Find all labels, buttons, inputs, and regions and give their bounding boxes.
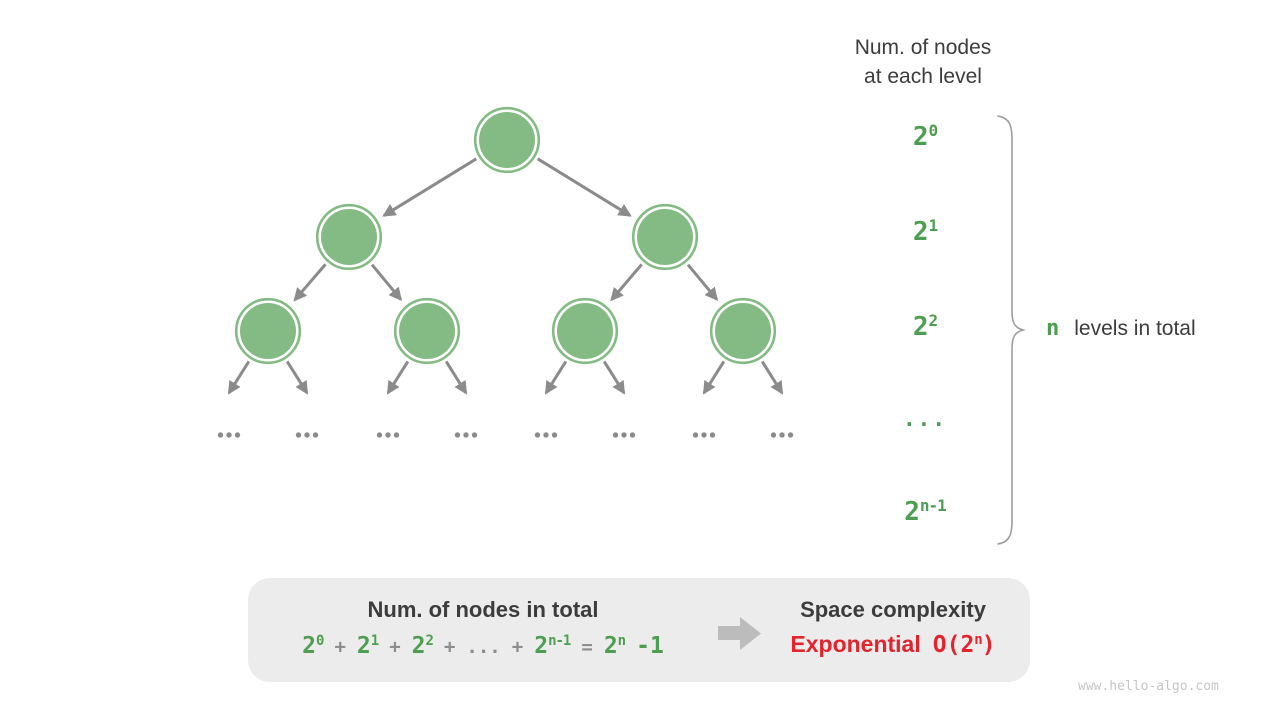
complexity-name: Exponential (790, 631, 921, 657)
levels-brace (997, 115, 1026, 545)
ellipsis-dot (454, 432, 461, 438)
tree-node-ring (551, 297, 619, 365)
ellipsis-dot (701, 432, 707, 438)
formula-token: -1 (636, 633, 664, 659)
level-count-label: 20 (912, 121, 938, 152)
formula-token: 22 (411, 633, 434, 659)
ellipsis-dot (304, 432, 310, 438)
formula-token: ... (466, 636, 501, 658)
formula-token: ) (981, 632, 996, 658)
ellipsis-dot (393, 432, 400, 438)
ellipsis-dots (770, 432, 794, 438)
tree-node (637, 209, 693, 265)
tree-node (715, 303, 771, 359)
levels-label: levels in total (1074, 317, 1196, 340)
summary-box: Num. of nodes in total 20+21+22+...+2n-1… (248, 578, 1030, 682)
complexity-result: Exponential O(2n) (768, 631, 1018, 658)
tree-edge (444, 360, 468, 395)
levels-column-header-line1: Num. of nodes (854, 36, 992, 59)
tree-edge (293, 263, 327, 302)
formula-token: = (581, 636, 593, 658)
tree-node (399, 303, 455, 359)
ellipsis-dots (612, 432, 636, 438)
ellipsis-dot (295, 432, 302, 438)
ellipsis-dot (385, 432, 391, 438)
ellipsis-dot (779, 432, 785, 438)
ellipsis-dots (376, 432, 400, 438)
complexity-formula: O(2n) (933, 632, 996, 658)
tree-edge (602, 360, 626, 395)
levels-column-header-line2: at each level (864, 65, 982, 88)
tree-edge (760, 360, 784, 395)
ellipsis-dot (787, 432, 794, 438)
ellipsis-dot (543, 432, 549, 438)
total-nodes-formula: 20+21+22+...+2n-1=2n-1 (248, 633, 718, 659)
level-count-label: ... (903, 407, 947, 431)
brace-annotation: n levels in total (1046, 316, 1196, 341)
ellipsis-dot (551, 432, 558, 438)
tree-edge (370, 263, 403, 301)
levels-column-header: Num. of nodes at each level (808, 33, 1038, 91)
tree-edge (702, 360, 726, 395)
ellipsis-dots (454, 432, 478, 438)
formula-token: + (389, 636, 401, 658)
tree-node-ring (631, 203, 699, 271)
tree-node (557, 303, 613, 359)
space-complexity-title: Space complexity (800, 597, 986, 622)
formula-token: + (511, 636, 524, 658)
ellipsis-dot (312, 432, 319, 438)
ellipsis-dot (471, 432, 478, 438)
tree-edge (227, 360, 251, 395)
level-count-label: 22 (912, 311, 938, 342)
tree-edge (536, 157, 632, 217)
ellipsis-dot (709, 432, 716, 438)
ellipsis-dot (376, 432, 383, 438)
tree-node (321, 209, 377, 265)
tree-node (240, 303, 296, 359)
watermark: www.hello-algo.com (1078, 679, 1219, 694)
tree-edge (544, 360, 568, 395)
formula-token: 21 (356, 633, 379, 659)
tree-edge (285, 360, 309, 395)
total-nodes-title: Num. of nodes in total (367, 597, 599, 622)
tree-edge (386, 360, 410, 395)
tree-node-ring (709, 297, 777, 365)
ellipsis-dots (692, 432, 716, 438)
ellipsis-dots (217, 432, 241, 438)
ellipsis-dot (534, 432, 541, 438)
ellipsis-dot (612, 432, 619, 438)
formula-token: 20 (302, 633, 324, 659)
tree-node-ring (234, 297, 302, 365)
formula-token: 2n-1 (534, 633, 571, 659)
formula-token: O(2n (932, 632, 983, 658)
ellipsis-dot (234, 432, 241, 438)
ellipsis-dot (226, 432, 232, 438)
ellipsis-dots (534, 432, 558, 438)
tree-node (479, 112, 535, 168)
tree-edge (686, 263, 719, 301)
formula-token: + (334, 636, 346, 658)
tree-node-ring (315, 203, 383, 271)
ellipsis-dots (295, 432, 319, 438)
formula-token: + (443, 636, 456, 658)
ellipsis-dot (217, 432, 224, 438)
ellipsis-dot (770, 432, 777, 438)
ellipsis-dot (692, 432, 699, 438)
tree-edge (382, 157, 478, 217)
level-count-label: 21 (912, 216, 938, 247)
tree-edge (610, 263, 643, 302)
ellipsis-dot (621, 432, 627, 438)
formula-token: 2n (603, 633, 626, 659)
ellipsis-dot (629, 432, 636, 438)
levels-variable: n (1046, 316, 1060, 341)
tree-node-ring (473, 106, 541, 174)
ellipsis-dot (463, 432, 469, 438)
tree-node-ring (393, 297, 461, 365)
level-count-label: 2n-1 (904, 496, 947, 527)
implies-arrow-icon (718, 617, 761, 650)
